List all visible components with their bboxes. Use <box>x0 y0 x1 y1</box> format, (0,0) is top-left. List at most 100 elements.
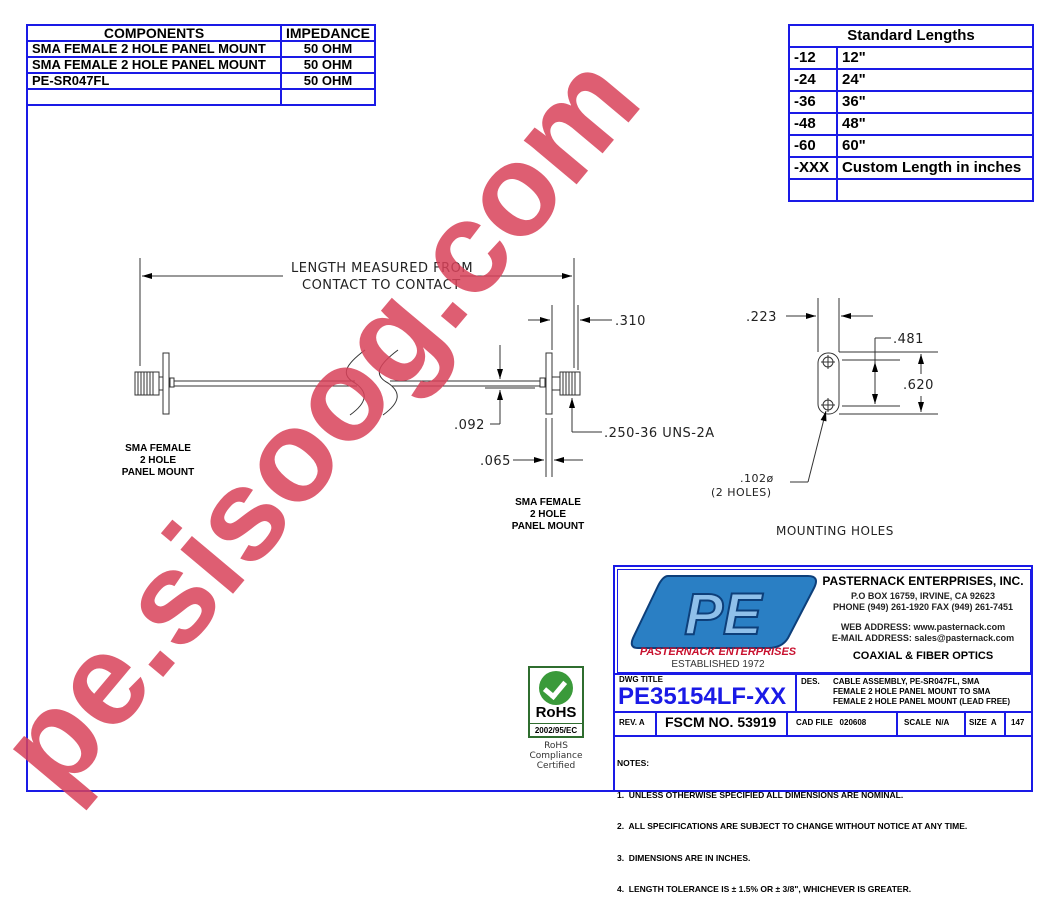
length-code: -60 <box>788 134 838 158</box>
hole-count: (2 HOLES) <box>711 486 772 499</box>
component-name: SMA FEMALE 2 HOLE PANEL MOUNT <box>26 56 282 74</box>
length-code <box>788 178 838 202</box>
component-name <box>26 88 282 106</box>
component-impedance: 50 OHM <box>279 56 377 74</box>
email-address[interactable]: E-MAIL ADDRESS: sales@pasternack.com <box>831 633 1015 643</box>
component-impedance: 50 OHM <box>279 40 377 58</box>
des-label: DES. <box>801 677 820 686</box>
rohs-label: RoHS <box>535 704 577 721</box>
rohs-caption-line: RoHS <box>544 741 568 751</box>
drawing-frame <box>26 24 1032 792</box>
right-sma-connector <box>539 352 581 415</box>
right-connector-label: SMA FEMALE <box>515 497 581 508</box>
logo-name: PASTERNACK ENTERPRISES <box>639 646 797 658</box>
length-value: 60" <box>836 134 1034 158</box>
description-line: CABLE ASSEMBLY, PE-SR047FL, SMA <box>833 677 980 686</box>
cad-file: CAD FILE 020608 <box>796 718 867 727</box>
title-block: PE PASTERNACK ENTERPRISES ESTABLISHED 19… <box>613 565 1033 894</box>
length-label-line1: LENGTH MEASURED FROM <box>291 261 473 276</box>
header-impedance: IMPEDANCE <box>279 24 377 42</box>
left-sma-connector <box>134 352 175 415</box>
rohs-caption-line: Compliance <box>529 751 583 761</box>
description: CABLE ASSEMBLY, PE-SR047FL, SMA FEMALE 2… <box>833 677 1010 707</box>
rohs-badge: RoHS 2002/95/EC <box>528 666 584 738</box>
size: SIZE A <box>969 718 997 727</box>
dwg-title: PE35154LF-XX <box>618 683 787 710</box>
left-connector-label: SMA FEMALE <box>125 443 191 454</box>
note: 2. ALL SPECIFICATIONS ARE SUBJECT TO CHA… <box>617 821 968 831</box>
mounting-slot <box>817 352 840 415</box>
logo-letters: PE <box>684 582 764 647</box>
scale: SCALE N/A <box>904 718 950 727</box>
length-value <box>836 178 1034 202</box>
length-code: -12 <box>788 46 838 70</box>
left-connector-label: PANEL MOUNT <box>122 467 194 478</box>
length-code: -XXX <box>788 156 838 180</box>
notes-label: NOTES: <box>617 758 650 768</box>
company-phone: PHONE (949) 261-1920 FAX (949) 261-7451 <box>832 602 1014 612</box>
rohs-caption: RoHS Compliance Certified <box>516 741 596 771</box>
table-header-row: Standard Lengths <box>788 24 1034 48</box>
dim-092: .092 <box>454 418 485 433</box>
established: ESTABLISHED 1972 <box>671 659 765 670</box>
right-connector-label: 2 HOLE <box>530 509 566 520</box>
length-value: Custom Length in inches <box>836 156 1034 180</box>
dwg-title-label: DWG TITLE <box>619 675 663 684</box>
note: 1. UNLESS OTHERWISE SPECIFIED ALL DIMENS… <box>617 789 904 800</box>
description-line: FEMALE 2 HOLE PANEL MOUNT (LEAD FREE) <box>833 697 1011 706</box>
mounting-holes-title: MOUNTING HOLES <box>776 524 894 538</box>
length-label-line2: CONTACT TO CONTACT <box>302 278 461 293</box>
right-connector-label: PANEL MOUNT <box>512 521 584 532</box>
length-code: -48 <box>788 112 838 136</box>
length-code: -36 <box>788 90 838 114</box>
dim-481: .481 <box>893 332 924 347</box>
table-row <box>26 88 377 106</box>
length-code: -24 <box>788 68 838 92</box>
description-line: FEMALE 2 HOLE PANEL MOUNT TO SMA <box>833 687 991 696</box>
length-value: 36" <box>836 90 1034 114</box>
length-value: 12" <box>836 46 1034 70</box>
component-impedance: 50 OHM <box>279 72 377 90</box>
rohs-directive: 2002/95/EC <box>530 723 582 735</box>
component-impedance <box>279 88 377 106</box>
rohs-caption-line: Certified <box>536 761 576 771</box>
length-value: 48" <box>836 112 1034 136</box>
dim-620: .620 <box>903 378 934 393</box>
note: 4. LENGTH TOLERANCE IS ± 1.5% OR ± 3/8",… <box>617 884 912 894</box>
company-address: P.O BOX 16759, IRVINE, CA 92623 <box>851 591 995 601</box>
hole-diameter: .102ø <box>740 472 774 485</box>
fscm-number: FSCM NO. 53919 <box>665 714 777 730</box>
note: 3. DIMENSIONS ARE IN INCHES. <box>617 852 751 863</box>
company-name: PASTERNACK ENTERPRISES, INC. <box>822 574 1024 588</box>
pe-logo: PE <box>630 575 817 649</box>
sheet-number: 147 <box>1011 718 1025 727</box>
header-components: COMPONENTS <box>26 24 282 42</box>
thread-spec: .250-36 UNS-2A <box>604 426 715 441</box>
dim-223: .223 <box>746 310 777 325</box>
dim-310: .310 <box>615 314 646 329</box>
break-line <box>378 349 399 416</box>
table-row <box>788 178 1034 202</box>
break-line <box>345 349 366 416</box>
length-value: 24" <box>836 68 1034 92</box>
web-address[interactable]: WEB ADDRESS: www.pasternack.com <box>840 622 1006 632</box>
revision: REV. A <box>619 718 645 727</box>
left-connector-label: 2 HOLE <box>140 455 176 466</box>
tagline: COAXIAL & FIBER OPTICS <box>852 650 994 662</box>
checkmark-icon <box>539 671 573 705</box>
component-name: SMA FEMALE 2 HOLE PANEL MOUNT <box>26 40 282 58</box>
components-table: COMPONENTS IMPEDANCE SMA FEMALE 2 HOLE P… <box>26 24 377 106</box>
table-header-row: COMPONENTS IMPEDANCE <box>26 24 377 42</box>
notes: NOTES: 1. UNLESS OTHERWISE SPECIFIED ALL… <box>617 737 967 916</box>
dim-065: .065 <box>480 454 511 469</box>
